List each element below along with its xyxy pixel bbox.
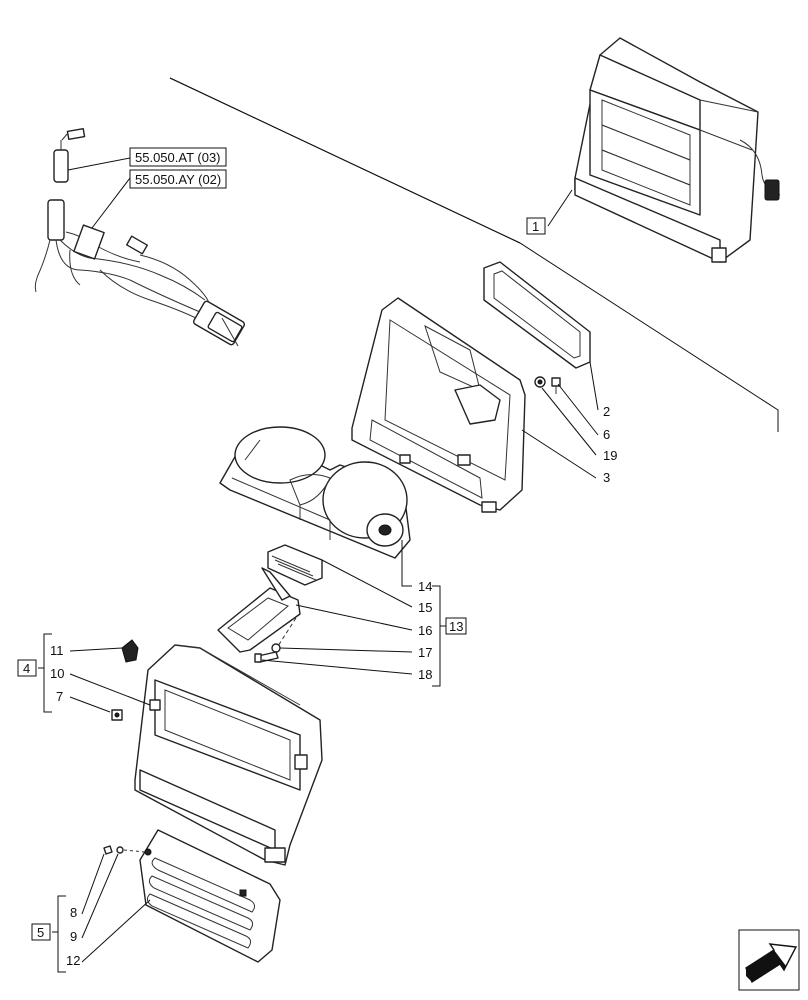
callout-16: 16 bbox=[418, 623, 432, 638]
vent-grille bbox=[139, 829, 281, 963]
screw-and-washer bbox=[534, 376, 561, 394]
callout-18: 18 bbox=[418, 667, 432, 682]
callout-10: 10 bbox=[50, 666, 64, 681]
callout-9: 9 bbox=[70, 929, 77, 944]
callout-13: 13 bbox=[449, 619, 463, 634]
mounting-bracket bbox=[217, 567, 301, 653]
callout-14: 14 bbox=[418, 579, 432, 594]
heater-unit-assembly bbox=[574, 37, 781, 263]
reference-labels: 55.050.AT (03) 55.050.AY (02) bbox=[67, 147, 227, 229]
assembly-frame-lines bbox=[169, 77, 779, 432]
callout-5: 5 bbox=[37, 925, 44, 940]
callout-15: 15 bbox=[418, 600, 432, 615]
callout-7: 7 bbox=[56, 689, 63, 704]
callout-11: 11 bbox=[50, 643, 64, 658]
small-label-part bbox=[111, 709, 123, 721]
clip-part bbox=[121, 639, 139, 663]
ref-55-050-at: 55.050.AT (03) bbox=[135, 150, 221, 165]
blower-resistor bbox=[267, 544, 323, 586]
callout-17: 17 bbox=[418, 645, 432, 660]
bolt-and-washer bbox=[254, 617, 297, 663]
callouts-right: 2 6 19 3 bbox=[521, 361, 617, 485]
ref-55-050-ay: 55.050.AY (02) bbox=[135, 172, 221, 187]
callout-8: 8 bbox=[70, 905, 77, 920]
grille-screw-washer bbox=[103, 845, 146, 855]
callout-4: 4 bbox=[23, 661, 30, 676]
callouts-middle: 14 15 16 17 18 13 bbox=[261, 540, 467, 687]
callout-19: 19 bbox=[603, 448, 617, 463]
lower-heater-housing bbox=[134, 644, 323, 866]
callout-6: 6 bbox=[603, 427, 610, 442]
blower-housing bbox=[351, 297, 526, 513]
next-page-arrow-icon[interactable] bbox=[738, 929, 800, 991]
callouts-left: 4 11 10 7 5 8 9 12 bbox=[17, 633, 151, 973]
callout-3: 3 bbox=[603, 470, 610, 485]
wiring-harness bbox=[34, 127, 246, 347]
callout-1: 1 bbox=[526, 189, 573, 235]
svg-text:1: 1 bbox=[532, 219, 539, 234]
blower-motor-fan bbox=[219, 426, 411, 559]
callout-12: 12 bbox=[66, 953, 80, 968]
callout-2: 2 bbox=[603, 404, 610, 419]
